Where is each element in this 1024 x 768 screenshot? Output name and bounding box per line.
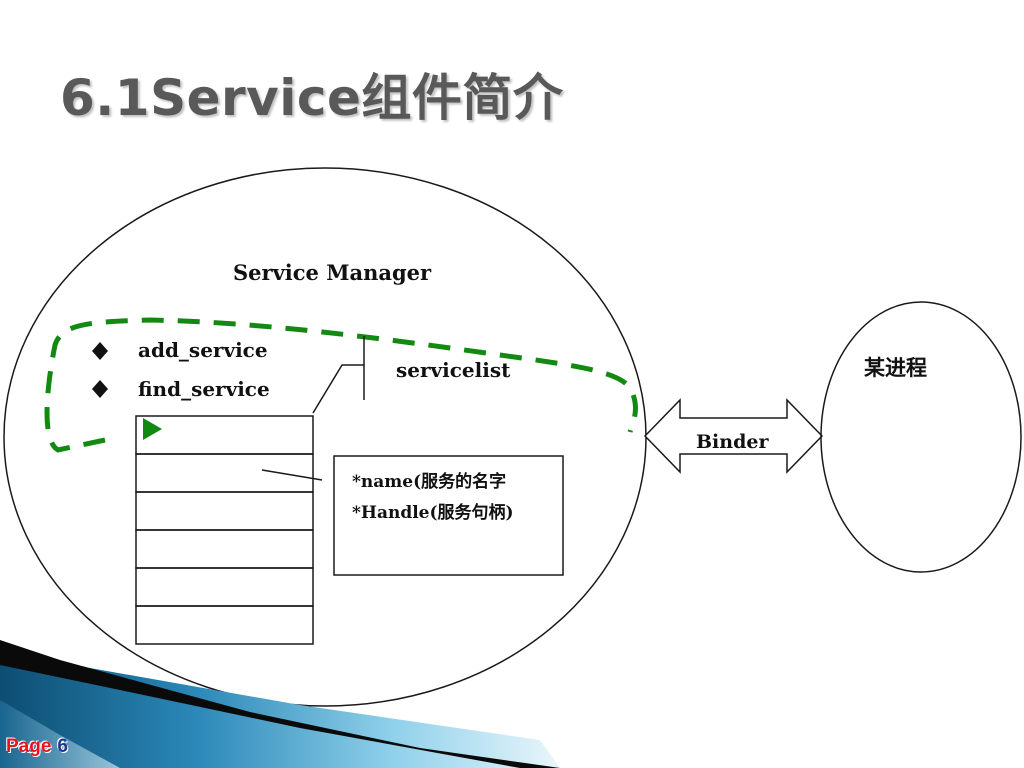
entry-field-name: *name(服务的名字 [352,471,506,492]
diamond-bullet-icon [92,342,108,360]
slide-title: 6.1Service组件简介 [60,69,564,127]
service-manager-ellipse [3,167,647,707]
process-label: 某进程 [864,355,927,380]
diamond-bullet-icon [92,380,108,398]
entry-field-handle: *Handle(服务句柄) [352,502,514,523]
page-word: Page [6,736,52,757]
dashed-loop [44,317,638,453]
page-number: 6 [57,736,68,757]
list-row [135,529,314,569]
service-list-table [135,415,314,645]
footer-swoosh-mid [0,700,120,768]
list-row [135,453,314,493]
servicelist-pointer-line [312,336,365,414]
servicelist-label: servicelist [396,358,511,382]
binder-label: Binder [696,431,769,453]
list-row [135,491,314,531]
list-row [135,567,314,607]
list-pointer-icon [143,418,162,440]
entry-pointer-line [261,469,323,481]
list-row [135,605,314,645]
list-row [135,415,314,455]
binder-double-arrow [643,398,824,474]
footer-swoosh-light [0,648,560,768]
process-ellipse [820,301,1022,573]
method-find-service: find_service [138,377,270,401]
method-add-service: add_service [138,338,268,362]
service-manager-label: Service Manager [233,260,432,285]
entry-detail-box [333,455,564,576]
